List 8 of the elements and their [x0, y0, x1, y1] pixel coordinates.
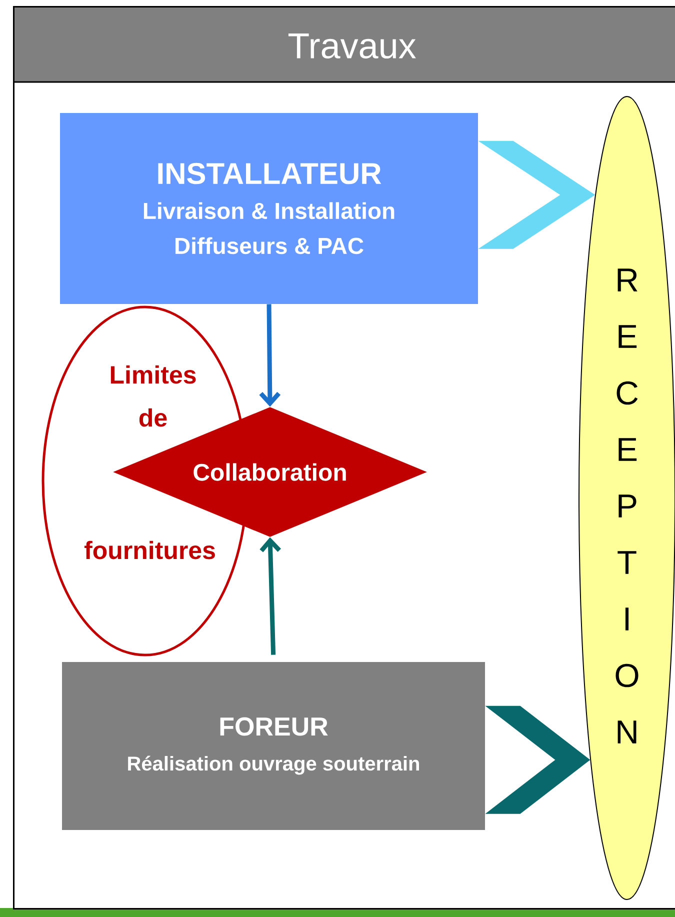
process-box: FOREUR Réalisation ouvrage souterrain: [62, 662, 485, 830]
ellipse-label: fournitures: [84, 540, 215, 560]
process-box: INSTALLATEUR Livraison & Installation Diffuseurs & PAC: [60, 113, 478, 304]
chevron-arrow: [485, 706, 590, 814]
chevron-arrow: [478, 140, 596, 249]
header-title: Travaux: [288, 33, 416, 59]
arrow: [260, 537, 281, 655]
arrow: [259, 304, 281, 407]
